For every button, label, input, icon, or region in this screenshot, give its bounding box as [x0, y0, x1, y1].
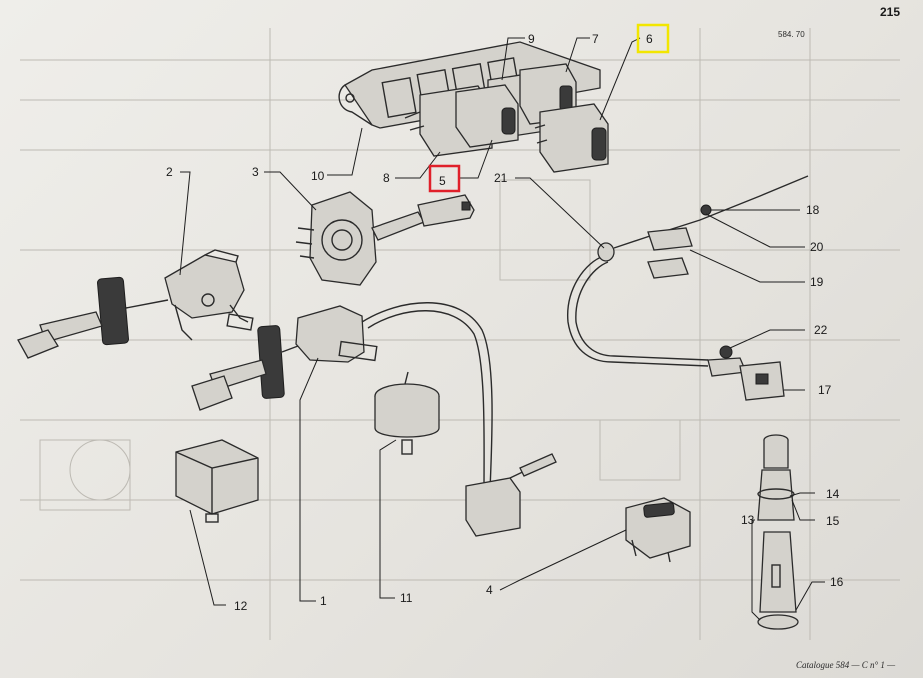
callout-22: 22	[814, 323, 828, 337]
part-12-relay-box	[175, 439, 259, 523]
catalogue-code: 584. 70	[778, 30, 805, 39]
callout-5: 5	[439, 174, 446, 188]
callout-14: 14	[826, 487, 840, 501]
callout-13: 13	[741, 513, 755, 527]
callout-21: 21	[494, 171, 508, 185]
connector-plug	[465, 453, 557, 537]
callout-11: 11	[400, 591, 413, 605]
choke-cable-assembly	[567, 175, 809, 401]
callout-15: 15	[826, 514, 840, 528]
callout-18: 18	[806, 203, 820, 217]
callout-8: 8	[383, 171, 390, 185]
cigarette-lighter-assembly	[757, 434, 799, 630]
part-11-rotary-switch	[374, 371, 440, 455]
callout-7: 7	[592, 32, 599, 46]
callout-2: 2	[166, 165, 173, 179]
part-1-lighting-switch	[191, 305, 378, 411]
callout-3: 3	[252, 165, 259, 179]
callout-4: 4	[486, 583, 493, 597]
callout-9: 9	[528, 32, 535, 46]
part-6-switch	[534, 103, 609, 173]
callout-19: 19	[810, 275, 824, 289]
highlight-box-yellow	[636, 23, 670, 54]
leader-lines	[179, 37, 825, 621]
callout-6: 6	[646, 32, 653, 46]
part-4-rocker-switch	[625, 497, 691, 563]
callout-10: 10	[311, 169, 325, 183]
part-3-combination-switch	[295, 191, 475, 286]
page-number: 215	[880, 5, 900, 19]
callout-20: 20	[810, 240, 824, 254]
part-2-stalk-switch	[17, 249, 254, 359]
part-5-switch	[455, 84, 519, 148]
highlight-box-red	[428, 164, 461, 193]
callout-1: 1	[320, 594, 327, 608]
callout-12: 12	[234, 599, 248, 613]
callout-16: 16	[830, 575, 844, 589]
catalogue-footer: Catalogue 584 — C n° 1 —	[796, 660, 896, 670]
callout-17: 17	[818, 383, 832, 397]
wiring-harness	[361, 302, 493, 491]
